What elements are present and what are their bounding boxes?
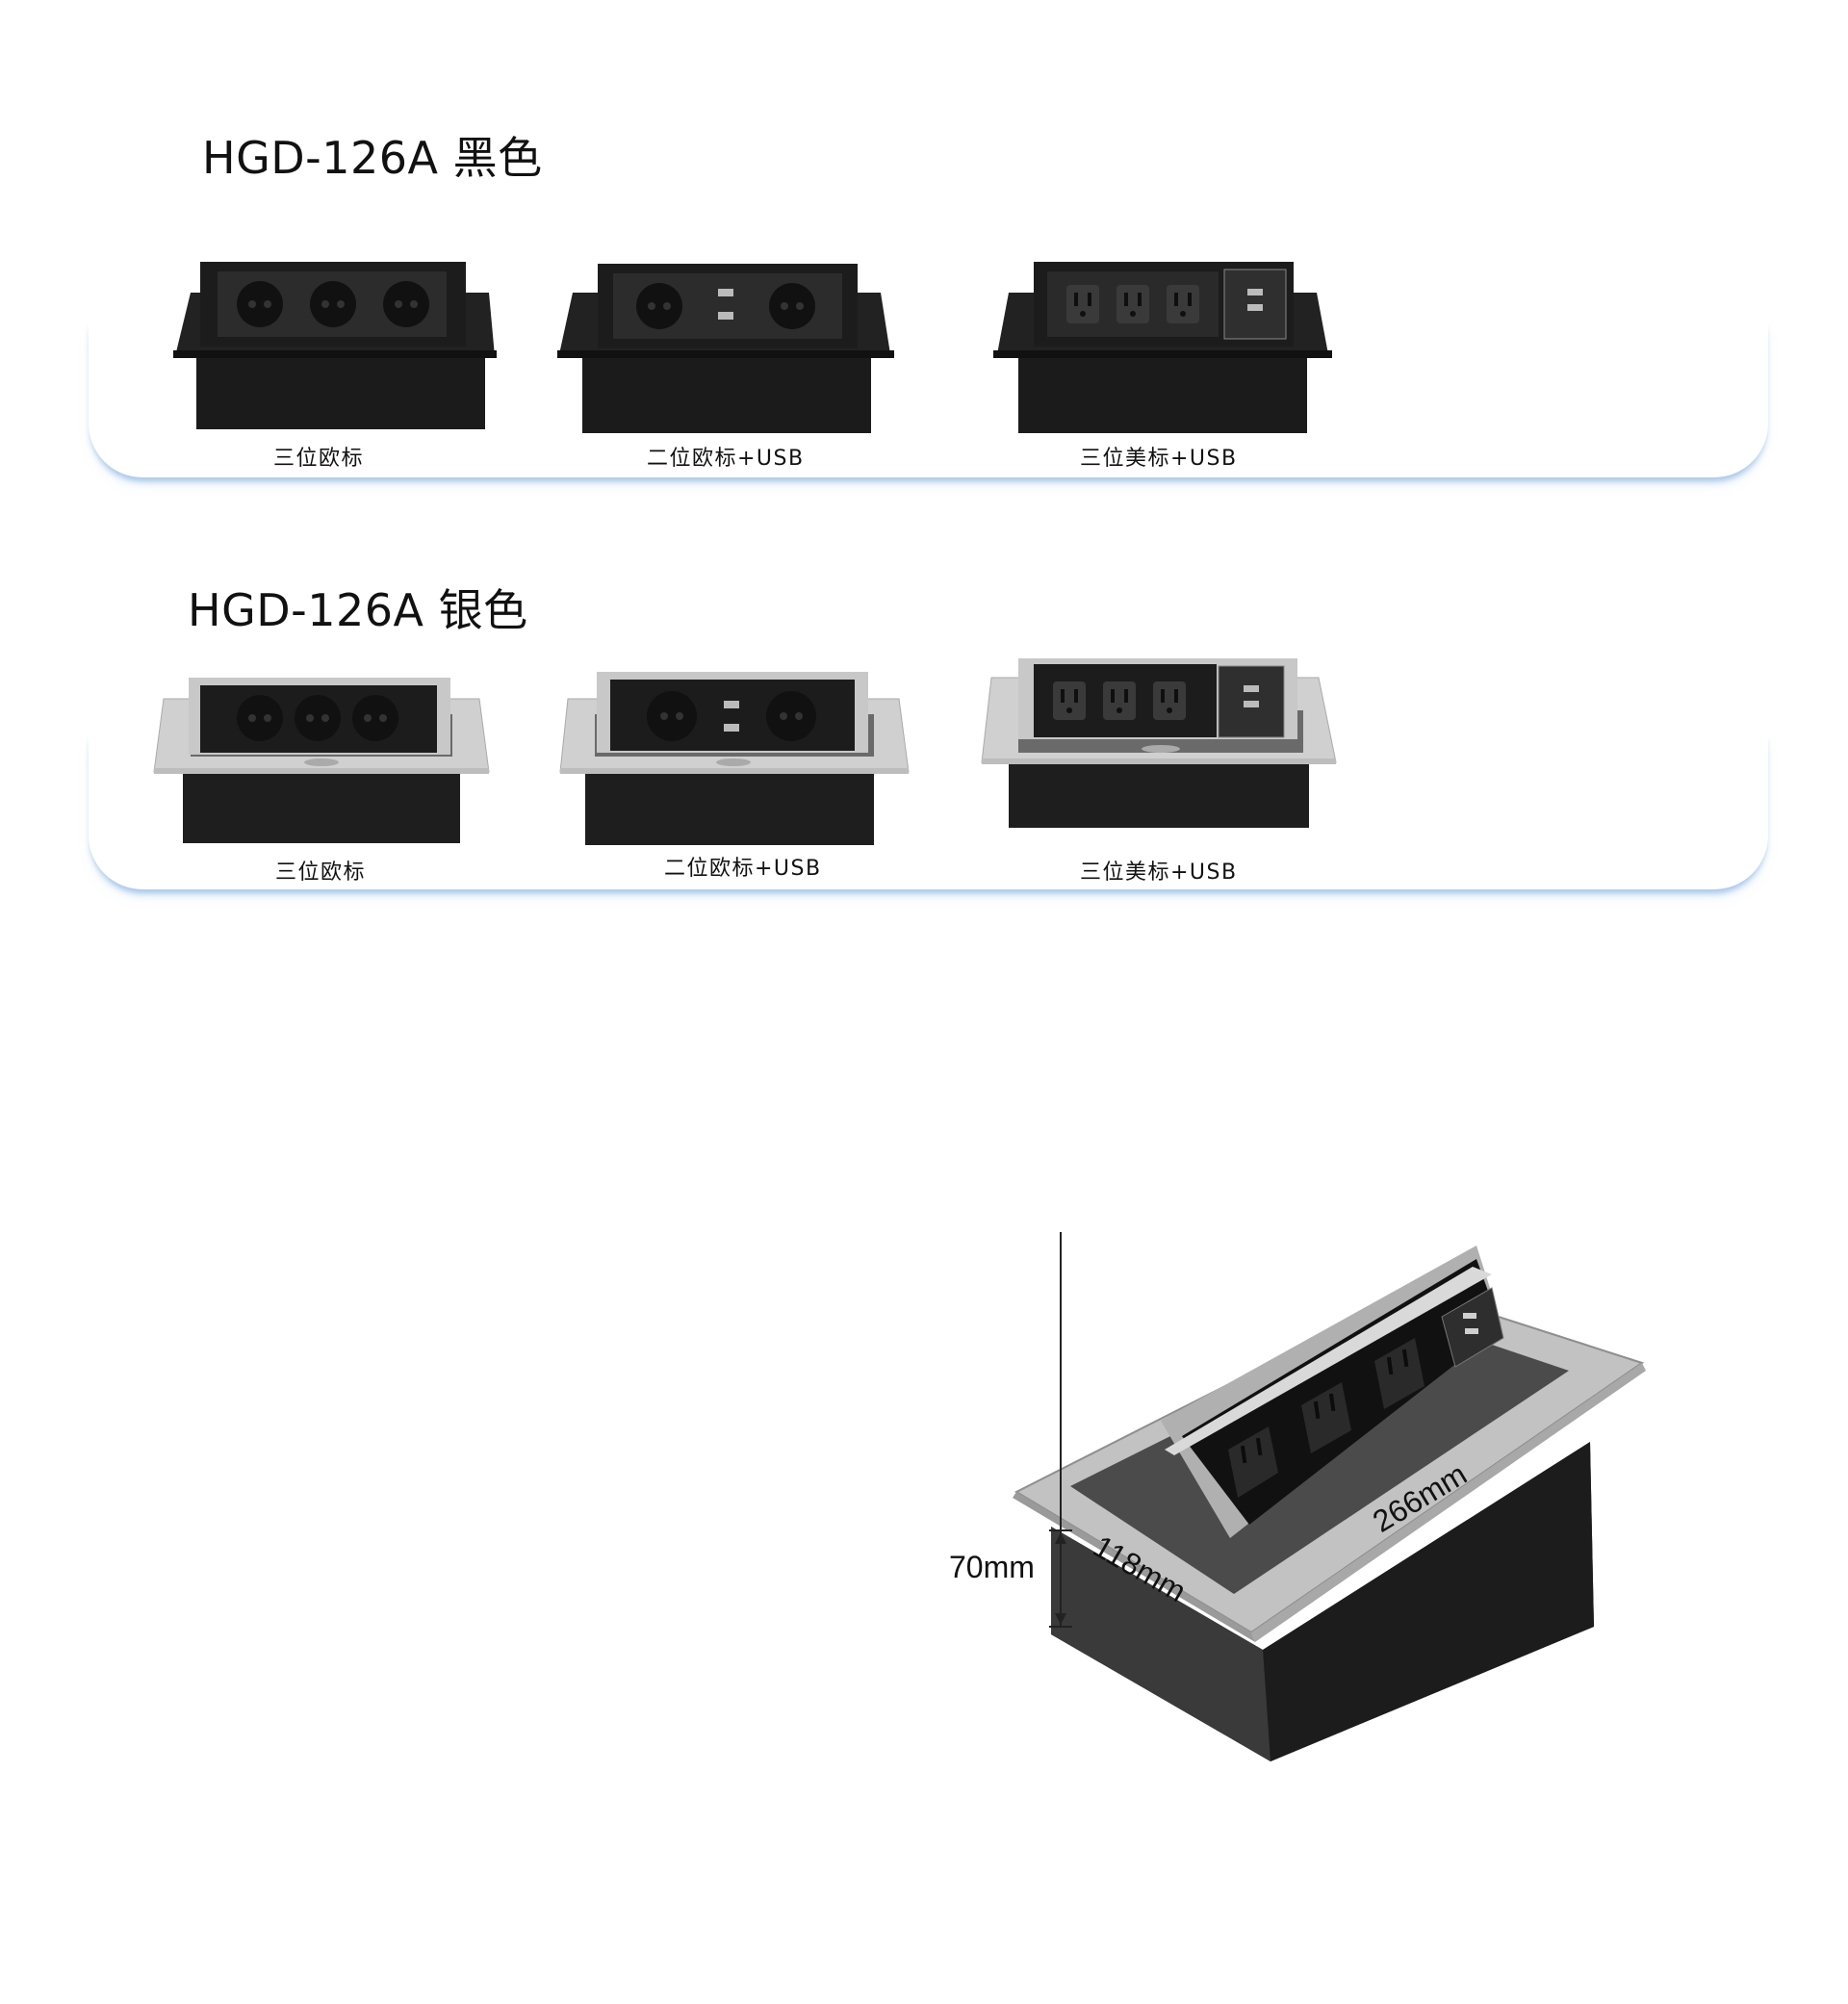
socket-box-black-us3usb-image [993,262,1332,433]
caption-black-eu2usb: 二位欧标+USB [647,447,805,471]
socket-box-silver-eu2usb-image [559,672,910,845]
caption-silver-eu3: 三位欧标 [275,861,367,885]
product-black-eu2usb [553,262,898,435]
dimension-illustration [1011,1232,1656,1771]
section-title-silver: HGD-126A 银色 [188,584,528,636]
socket-box-dimension-image [1013,1232,1646,1761]
socket-box-black-eu3-image [173,262,497,429]
product-silver-eu3 [152,676,491,845]
socket-box-silver-us3usb-image [981,658,1337,828]
product-black-eu3 [171,258,499,431]
product-silver-us3usb [980,656,1340,830]
socket-box-silver-eu3-image [153,678,490,843]
section-title-black: HGD-126A 黑色 [202,132,543,184]
caption-silver-eu2usb: 二位欧标+USB [664,857,822,881]
dimension-height-label: 70mm [949,1550,1035,1584]
caption-black-us3usb: 三位美标+USB [1080,447,1238,471]
caption-silver-us3usb: 三位美标+USB [1080,861,1238,885]
caption-black-eu3: 三位欧标 [273,447,365,471]
product-black-us3usb [989,260,1338,433]
product-silver-eu2usb [556,670,914,847]
socket-box-black-eu2usb-image [557,264,894,433]
